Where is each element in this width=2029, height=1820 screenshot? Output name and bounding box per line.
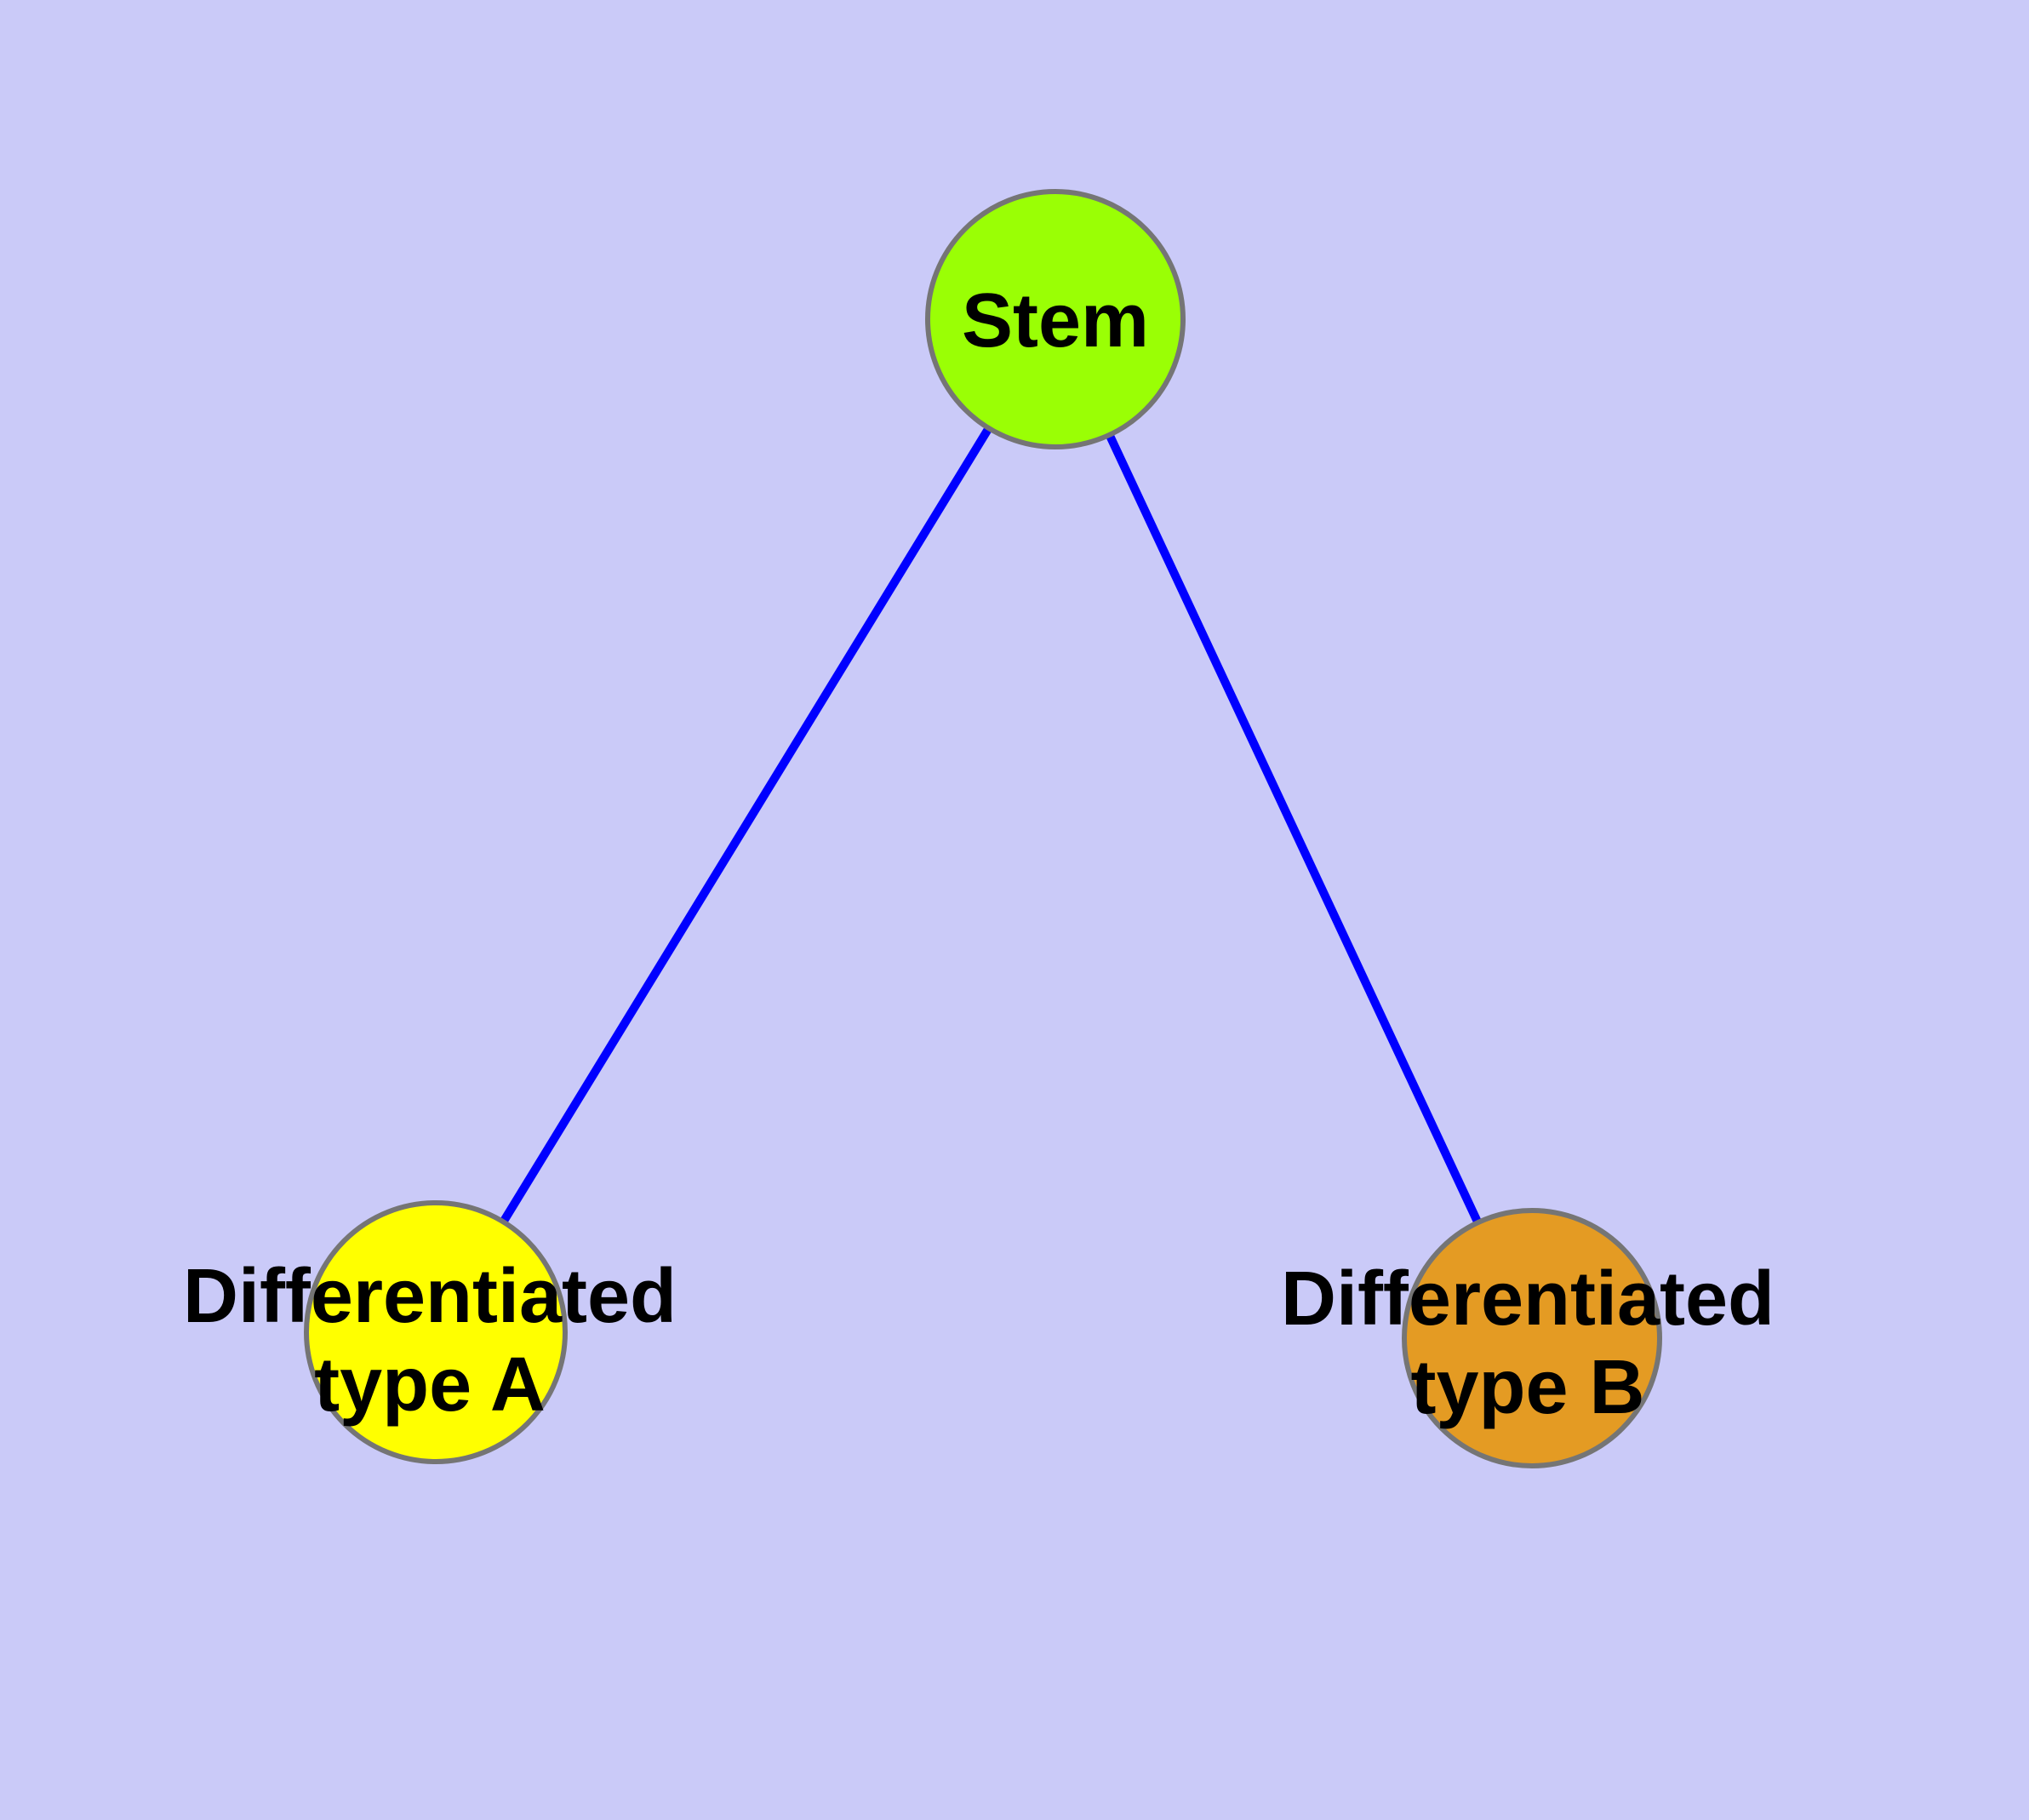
node-type-b-circle — [1402, 1208, 1662, 1468]
node-type-a-circle — [304, 1200, 568, 1464]
node-type-a-label-line1: Differentiated — [183, 1254, 677, 1339]
node-type-b-label-line1: Differentiated — [1281, 1256, 1775, 1342]
node-differentiated-type-a: Differentiated type A — [183, 1200, 677, 1464]
node-stem: Stem — [925, 189, 1186, 449]
edge-layer — [432, 317, 1536, 1341]
node-stem-label: Stem — [962, 278, 1149, 363]
node-type-a-label-line2: type A — [314, 1342, 546, 1428]
edge-stem-to-type-b — [1051, 317, 1536, 1341]
node-stem-circle — [925, 189, 1186, 449]
node-type-b-label-line2: type B — [1410, 1345, 1644, 1430]
node-differentiated-type-b: Differentiated type B — [1281, 1208, 1775, 1468]
edge-stem-to-type-a — [432, 317, 1060, 1335]
